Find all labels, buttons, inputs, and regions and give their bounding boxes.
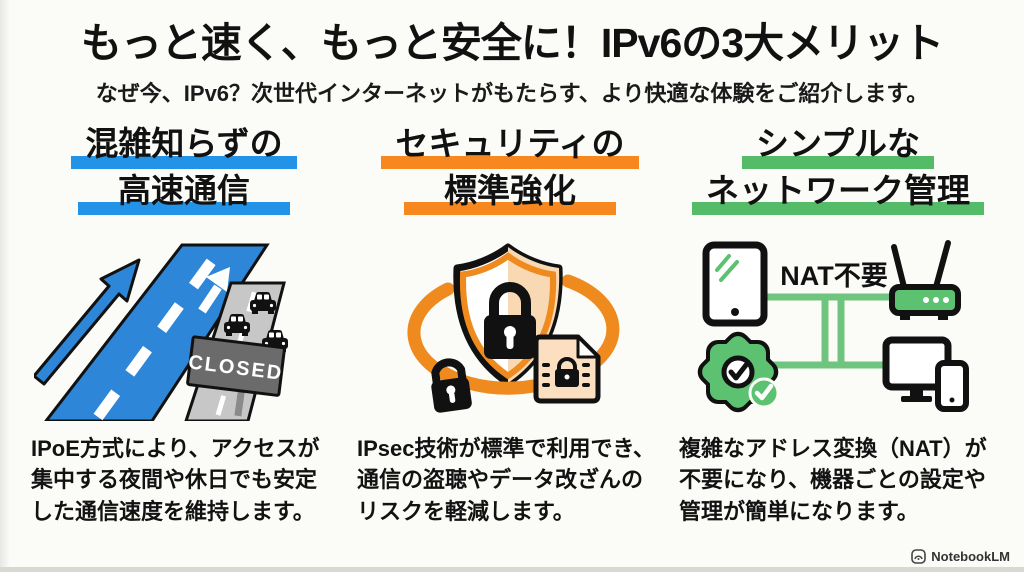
- notebooklm-watermark: NotebookLM: [911, 549, 1010, 564]
- gear-check-icon: [697, 331, 780, 413]
- road-arrow-icon: [198, 267, 230, 314]
- network-lines: [758, 293, 898, 369]
- network-heading-line2: ネットワーク管理: [692, 168, 984, 216]
- poster-header: もっと速く、もっと安全に！IPv6の3大メリット なぜ今、IPv6？次世代インタ…: [0, 0, 1024, 108]
- security-heading-line2: 標準強化: [404, 168, 616, 216]
- highway-illustration-svg: CLOSED: [34, 243, 288, 422]
- security-heading-line1: セキュリティの: [381, 122, 639, 169]
- watermark-label: NotebookLM: [931, 549, 1010, 564]
- highway-illustration: CLOSED: [24, 225, 344, 422]
- speed-heading-line1: 混雑知らずの: [71, 122, 297, 169]
- fast-lane-road: [44, 243, 270, 422]
- benefit-columns: 混雑知らずの 高速通信: [24, 122, 1000, 527]
- document-lock-icon: [533, 334, 601, 404]
- page-subtitle: なぜ今、IPv6？次世代インターネットがもたらす、より快適な体験をご紹介します。: [95, 81, 929, 107]
- security-illustration: [352, 225, 668, 421]
- page-title: もっと速く、もっと安全に！IPv6の3大メリット: [80, 20, 944, 66]
- security-heading: セキュリティの 標準強化: [352, 122, 668, 216]
- security-description: IPsec技術が標準で利用でき、通信の盗聴やデータ改ざんのリスクを軽減します。: [357, 436, 655, 524]
- speed-description: IPoE方式により、アクセスが集中する夜間や休日でも安定した通信速度を維持します…: [31, 436, 320, 524]
- nat-label: NAT不要: [780, 261, 888, 291]
- benefit-card-speed: 混雑知らずの 高速通信: [24, 122, 344, 527]
- bottom-strip: [0, 567, 1024, 572]
- router-icon: [889, 240, 961, 321]
- security-illustration-svg: [407, 243, 620, 413]
- speed-arrow-icon: [34, 258, 141, 386]
- speed-heading: 混雑知らずの 高速通信: [24, 122, 344, 216]
- network-description: 複雑なアドレス変換（NAT）が不要になり、機器ごとの設定や管理が簡単になります。: [679, 436, 987, 524]
- smartphone-icon: [935, 360, 969, 413]
- network-heading: シンプルな ネットワーク管理: [676, 122, 1000, 216]
- tablet-icon: [702, 241, 768, 327]
- benefit-card-security: セキュリティの 標準強化: [352, 122, 668, 527]
- network-illustration-svg: NAT不要: [697, 240, 969, 413]
- network-heading-line1: シンプルな: [741, 122, 934, 169]
- benefit-card-network: シンプルな ネットワーク管理 NAT不要: [676, 122, 1000, 527]
- left-edge-shade: [0, 0, 10, 572]
- closed-sign: CLOSED: [186, 335, 286, 417]
- padlock-icon: [484, 282, 536, 360]
- small-padlock-icon: [431, 358, 472, 413]
- speed-heading-line2: 高速通信: [78, 168, 290, 216]
- monitor-icon: [882, 336, 952, 403]
- notebooklm-logo-icon: [911, 549, 927, 564]
- network-illustration: NAT不要: [676, 225, 1000, 421]
